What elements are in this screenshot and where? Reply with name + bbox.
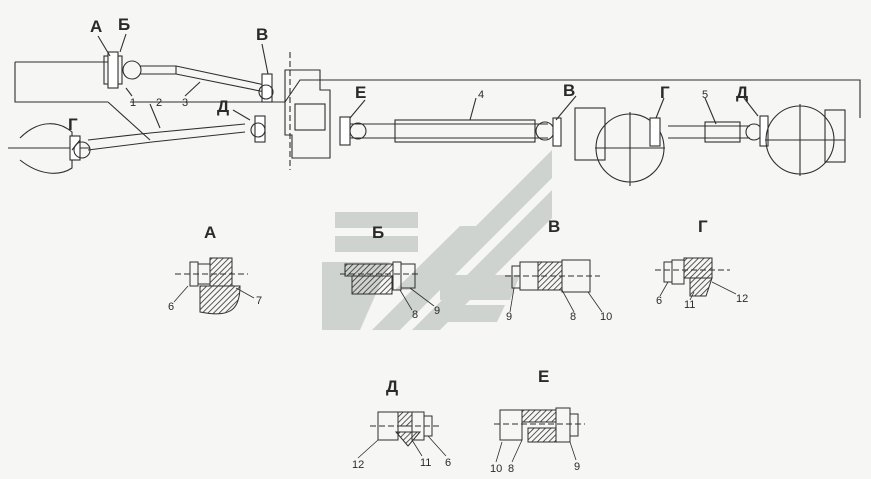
detail-E-num-10: 10 [490, 463, 502, 475]
detail-leaders [173, 281, 737, 463]
callout-V-2: В [563, 81, 575, 100]
part-2: 2 [156, 97, 162, 109]
detail-G-num-12: 12 [736, 293, 748, 305]
detail-G-num-6: 6 [656, 295, 662, 307]
part-4: 4 [478, 89, 484, 101]
detail-D-num-12: 12 [352, 459, 364, 471]
part-5: 5 [702, 89, 708, 101]
detail-A-num-7: 7 [256, 295, 262, 307]
detail-E-title: Е [538, 367, 549, 386]
detail-V-num-8: 8 [570, 311, 576, 323]
detail-B-title: Б [372, 223, 384, 242]
detail-A-num-6: 6 [168, 301, 174, 313]
engine-block [14, 61, 108, 103]
detail-D-num-6: 6 [445, 457, 451, 469]
detail-V-num-10: 10 [600, 311, 612, 323]
callout-D-1: Д [217, 97, 229, 116]
detail-V-num-9: 9 [506, 311, 512, 323]
detail-A-title: А [204, 223, 216, 242]
detail-D-num-11: 11 [420, 457, 431, 469]
detail-B [340, 261, 420, 295]
callout-B: Б [118, 15, 130, 34]
part-3: 3 [182, 97, 188, 109]
callout-D-2: Д [736, 83, 748, 102]
detail-D-title: Д [386, 377, 398, 396]
detail-V-title: В [548, 217, 560, 236]
callout-G-1: Г [660, 83, 670, 102]
detail-G-num-11: 11 [684, 299, 695, 311]
detail-B-num-8: 8 [412, 309, 418, 321]
detail-E [494, 407, 585, 443]
transfer-case [284, 69, 331, 159]
callout-A: А [90, 17, 102, 36]
detail-E-num-8: 8 [508, 463, 514, 475]
detail-G [655, 257, 730, 297]
watermark-logo [322, 150, 552, 330]
detail-E-num-9: 9 [574, 461, 580, 473]
detail-V [505, 259, 600, 293]
detail-G-title: Г [698, 217, 708, 236]
driveline-assembly [8, 33, 861, 186]
detail-A [175, 257, 248, 315]
front-axle-housing [19, 123, 73, 174]
callout-G-2: Г [68, 115, 78, 134]
propeller-shaft-4 [394, 119, 536, 143]
callout-E: Е [355, 83, 366, 102]
part-1: 1 [130, 97, 136, 109]
detail-B-num-9: 9 [434, 305, 440, 317]
detail-D [370, 411, 440, 447]
callout-V-1: В [256, 25, 268, 44]
